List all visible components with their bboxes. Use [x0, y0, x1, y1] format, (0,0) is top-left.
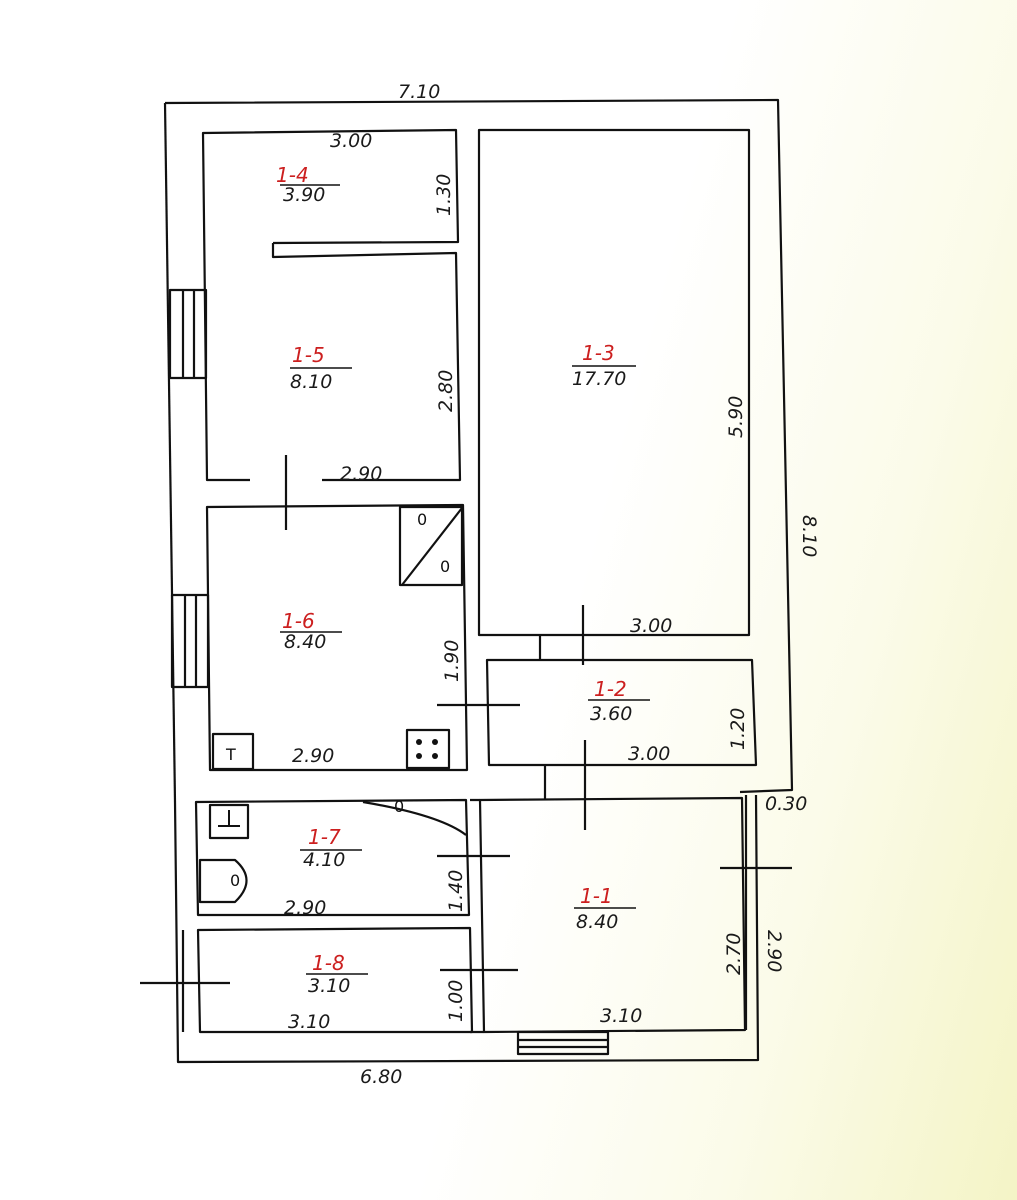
room-1-3-depth: 5.90 [725, 396, 747, 438]
room-1-8-area: 3.10 [308, 975, 350, 997]
outer-wall-left-upper [163, 102, 177, 803]
room-1-4-id: 1-4 [276, 163, 309, 187]
room-1-1-inner [470, 798, 484, 1034]
room-1-3-walls [477, 128, 751, 637]
room-1-1-width: 3.10 [600, 1005, 642, 1027]
room-1-7-depth: 1.40 [445, 870, 467, 912]
room-1-2-id: 1-2 [594, 677, 627, 701]
room-1-6-cabinet [398, 505, 464, 587]
window-left-lower [140, 930, 230, 1032]
stove-symbol: T [225, 745, 236, 764]
room-1-2-area: 3.60 [590, 703, 632, 725]
room-1-2-depth: 1.20 [727, 708, 749, 750]
room-1-5-id: 1-5 [292, 343, 325, 367]
room-1-2-walls [485, 658, 758, 767]
toilet-symbol: 0 [230, 871, 240, 890]
svg-text:0: 0 [417, 510, 427, 529]
room-1-6-id: 1-6 [282, 609, 315, 633]
room-1-5-depth: 2.80 [435, 370, 457, 412]
room-1-7-walls [194, 798, 471, 917]
room-1-4-depth: 1.30 [433, 174, 455, 216]
room-1-6-stove [211, 732, 255, 771]
room-1-4-area: 3.90 [283, 184, 325, 206]
room-1-6-area: 8.40 [284, 631, 326, 653]
room-1-4-partition [271, 243, 462, 482]
outer-wall-upper [164, 98, 794, 794]
room-1-1-depth: 2.70 [723, 933, 745, 975]
room-1-5-area: 8.10 [290, 371, 332, 393]
room-1-8-depth: 1.00 [445, 980, 467, 1022]
svg-text:0: 0 [440, 557, 450, 576]
room-1-3-width: 3.00 [630, 615, 672, 637]
room-1-8-id: 1-8 [312, 951, 345, 975]
room-1-1-id: 1-1 [580, 884, 613, 908]
room-1-6-cabinet-diagonal [401, 507, 463, 586]
outer-wall-lower [173, 794, 760, 1064]
dim-right-total: 8.10 [798, 515, 820, 557]
door-marks [284, 455, 587, 972]
room-1-7-width: 2.90 [284, 897, 326, 919]
dim-right-step: 0.30 [765, 793, 807, 815]
room-1-6-width: 2.90 [292, 745, 334, 767]
window-left-upper [168, 288, 208, 380]
room-1-6-depth: 1.90 [441, 640, 463, 682]
room-1-7-area: 4.10 [303, 849, 345, 871]
room-1-7-door-arc [362, 800, 467, 836]
window-right-lower [720, 795, 792, 1030]
room-1-3-id: 1-3 [582, 341, 615, 365]
room-1-3-area: 17.70 [572, 368, 626, 390]
dim-top-total: 7.10 [398, 81, 440, 103]
room-1-8-width: 3.10 [288, 1011, 330, 1033]
dim-bottom-total: 6.80 [360, 1066, 402, 1088]
room-1-5-width: 2.90 [340, 463, 382, 485]
room-1-7-toilet-tank [208, 803, 250, 840]
window-left-middle [170, 593, 210, 689]
dim-right-lower: 2.90 [763, 930, 785, 972]
room-1-6-sink [405, 728, 451, 770]
room-1-4-width: 3.00 [330, 130, 372, 152]
room-1-7-toilet-bowl [198, 858, 248, 904]
entry-steps [516, 1030, 610, 1056]
room-1-7-id: 1-7 [308, 825, 341, 849]
room-1-1-area: 8.40 [576, 911, 618, 933]
room-1-2-width: 3.00 [628, 743, 670, 765]
room-1-4-walls [201, 128, 460, 482]
door-swing-symbol: 0 [394, 797, 404, 816]
